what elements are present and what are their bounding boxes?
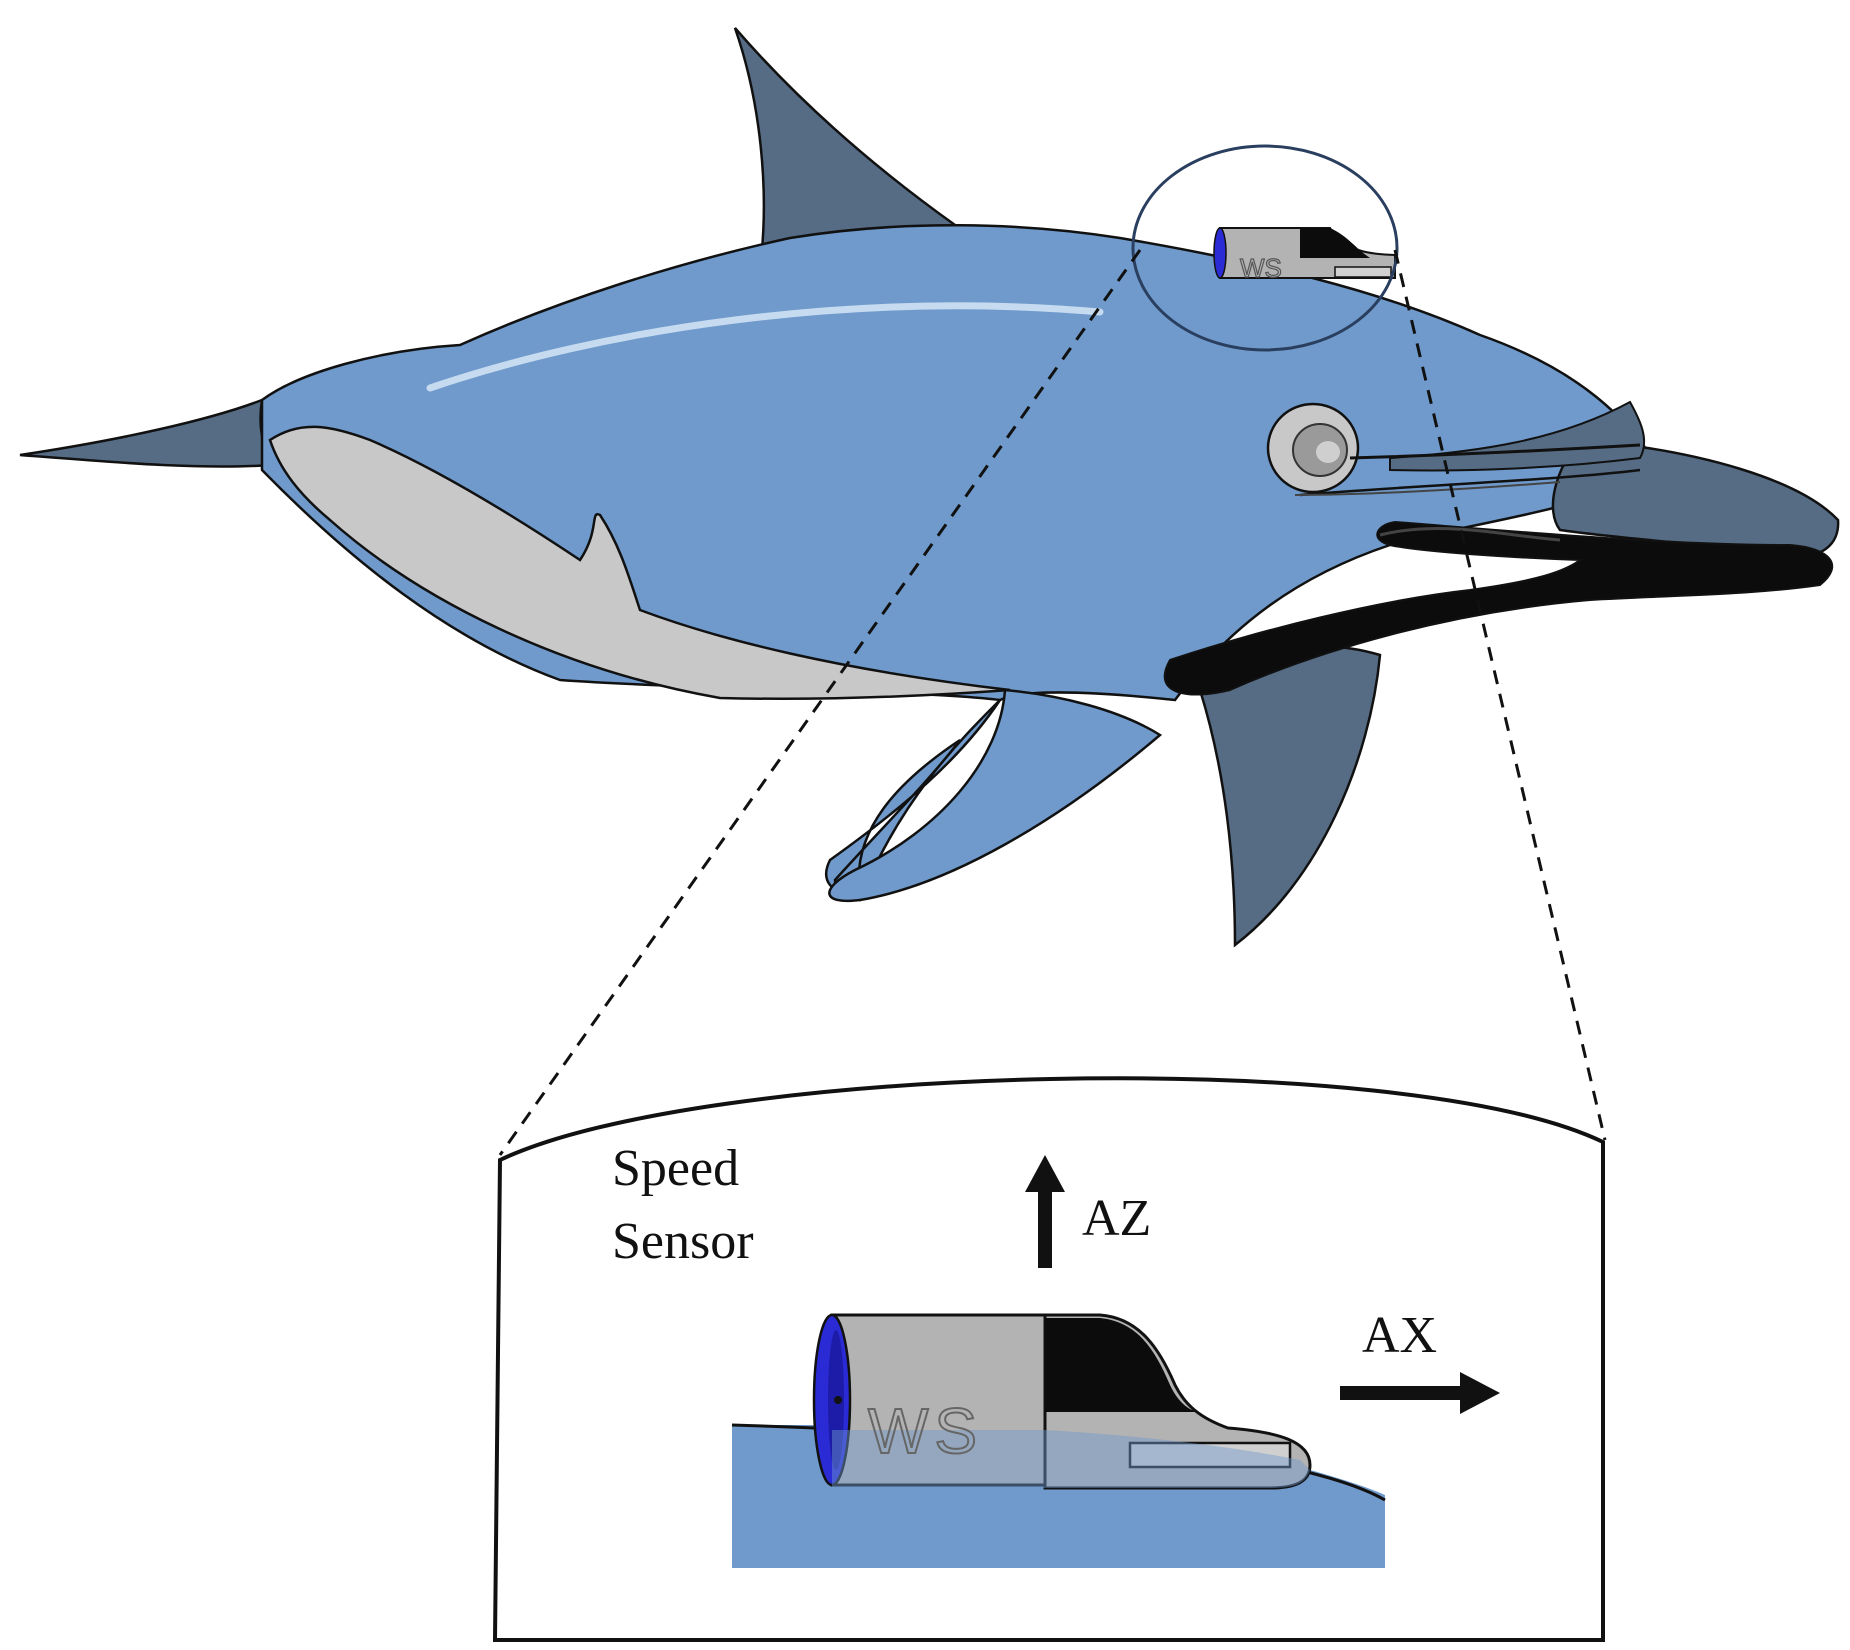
callout-circle	[1131, 144, 1399, 352]
svg-text:WS: WS	[868, 1395, 983, 1467]
mouth-inner-line	[1379, 527, 1561, 542]
mouth-line	[1299, 468, 1641, 497]
leader-line-right	[1393, 249, 1607, 1141]
left-pectoral-fin	[828, 688, 1163, 903]
az-arrow	[1025, 1155, 1065, 1268]
tail-fluke	[19, 398, 274, 468]
mouth-band	[1163, 520, 1834, 696]
belly-patch	[268, 425, 1011, 700]
dolphin-body	[260, 223, 1662, 902]
inset-speed-sensor: WS	[812, 1313, 1312, 1490]
eye-strap	[1349, 443, 1641, 460]
body-highlight	[426, 302, 1104, 392]
eye-strap-lower	[1294, 481, 1561, 496]
ax-label: AX	[1362, 1307, 1437, 1364]
svg-text:WS: WS	[1240, 253, 1282, 283]
sensor-label-line2: Sensor	[612, 1213, 754, 1270]
sensor-label-line1: Speed	[612, 1140, 739, 1197]
eye-camera-pupil	[1316, 441, 1340, 463]
ax-arrow	[1340, 1372, 1500, 1414]
az-label: AZ	[1082, 1190, 1151, 1247]
leader-line-left	[498, 249, 1142, 1156]
sensor-on-dolphin: WS	[1213, 227, 1396, 284]
